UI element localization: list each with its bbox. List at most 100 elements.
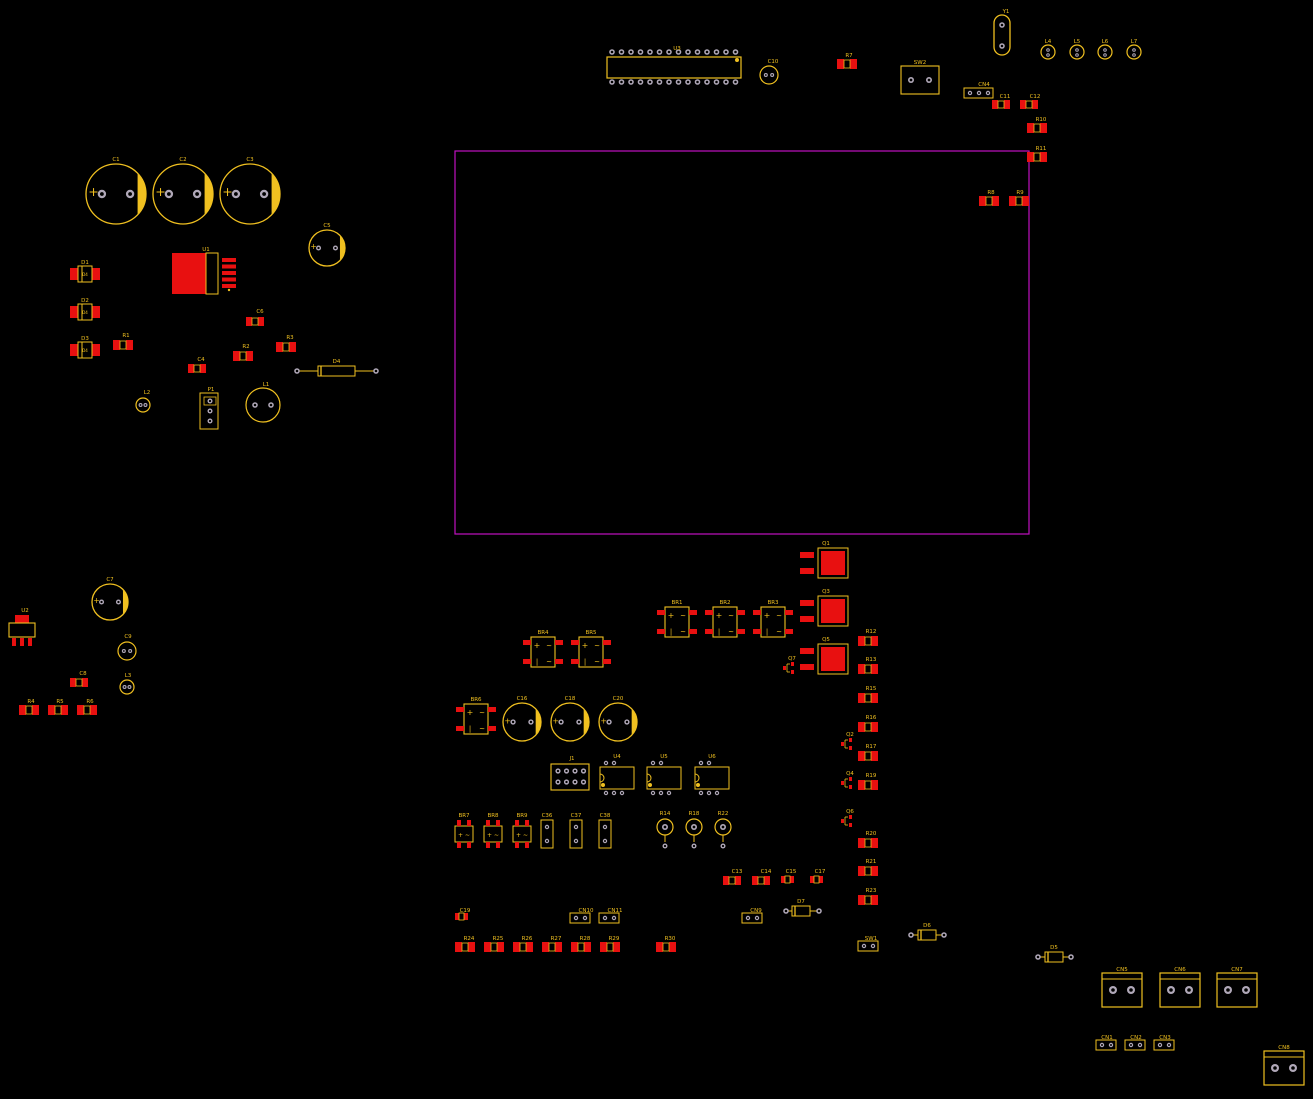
smd-pad — [515, 842, 519, 848]
smd-pad — [785, 629, 793, 634]
capacitor-C13: C13 — [723, 869, 743, 885]
connector-P1: P1 — [199, 387, 219, 430]
smd-pad — [753, 610, 761, 615]
ref-label: BR7 — [458, 813, 470, 819]
smd-pad — [20, 638, 24, 646]
crystal-Y1: Y1 — [993, 9, 1011, 56]
silk-outline — [712, 606, 738, 638]
ref-label: L4 — [1045, 39, 1052, 45]
ref-label: R10 — [1036, 117, 1047, 123]
resistor-R29: R29 — [600, 936, 620, 952]
smd-pad — [841, 742, 844, 746]
svg-text:+: + — [88, 184, 99, 199]
ref-label: L2 — [144, 390, 151, 396]
smd-pad — [849, 777, 852, 781]
smd-pad — [488, 707, 496, 712]
silk-outline — [463, 703, 489, 735]
smd-pad — [464, 913, 468, 920]
silk-outline — [461, 942, 469, 952]
terminal-block-CN7: CN7 — [1216, 967, 1258, 1008]
resistor-R18: R18 — [685, 811, 703, 849]
ref-label: BR9 — [516, 813, 528, 819]
smd-pad — [486, 842, 490, 848]
ref-label: CN9 — [750, 908, 762, 914]
silk-outline — [1095, 1039, 1117, 1051]
ref-label: R14 — [660, 811, 671, 817]
ref-label: C17 — [815, 869, 826, 875]
smd-pad — [819, 876, 823, 883]
ref-label: R17 — [866, 744, 877, 750]
smd-pad — [555, 942, 562, 952]
ref-label: BR5 — [585, 630, 597, 636]
svg-text:|: | — [670, 628, 672, 636]
silk-outline — [1033, 123, 1041, 133]
silk-outline — [963, 87, 994, 99]
ref-label: R25 — [493, 936, 504, 942]
smd-pad — [468, 942, 475, 952]
resistor-R26: R26 — [513, 936, 533, 952]
svg-text:D4: D4 — [82, 310, 88, 315]
smd-pad — [457, 820, 461, 826]
svg-text:+: + — [93, 596, 99, 605]
silk-outline — [817, 547, 849, 579]
resistor-R22: R22 — [714, 811, 732, 849]
transistor-Q4: Q4 — [841, 771, 854, 789]
inductor-L1: L1 — [245, 382, 281, 423]
svg-text:+: + — [668, 611, 675, 620]
ref-label: R27 — [551, 936, 562, 942]
ref-label: P1 — [208, 387, 215, 393]
capacitor-C8: C8 — [70, 671, 88, 687]
silk-outline — [813, 875, 820, 884]
smd-pad — [571, 942, 578, 952]
ref-label: D6 — [923, 923, 931, 929]
smd-pad — [90, 705, 97, 715]
silk-outline — [135, 397, 151, 413]
smd-pad — [455, 942, 462, 952]
ref-label: C16 — [517, 696, 528, 702]
smd-pad — [32, 705, 39, 715]
smd-pad — [289, 342, 296, 352]
smd-pad — [222, 258, 236, 262]
capacitor-C4: C4 — [188, 357, 206, 373]
ref-label: CN6 — [1174, 967, 1186, 973]
smd-pad — [92, 306, 100, 318]
ref-label: C37 — [571, 813, 582, 819]
resistor-R4: R4 — [19, 699, 39, 715]
silk-outline — [54, 705, 62, 715]
silk-outline — [728, 876, 736, 885]
smd-pad — [523, 640, 531, 645]
ref-label: Q2 — [846, 732, 854, 738]
ref-label: L3 — [125, 673, 132, 679]
resistor-R17: R17 — [858, 744, 878, 761]
terminal-block-CN5: CN5 — [1101, 967, 1143, 1008]
diode-D6: D6 — [908, 923, 947, 941]
ref-label: R11 — [1036, 146, 1047, 152]
connector-CN11: CN11 — [598, 908, 622, 924]
ref-label: Q7 — [788, 656, 796, 662]
silk-outline — [741, 912, 763, 924]
silk-outline — [857, 940, 879, 952]
transistor-Q3: Q3 — [800, 589, 849, 627]
silk-outline — [205, 252, 219, 295]
resistor-R7: R7 — [837, 53, 857, 69]
bridge-rectifier-BR7: + ~BR7 — [454, 813, 474, 848]
smd-pad — [61, 705, 68, 715]
svg-text:+: + — [600, 717, 607, 726]
resistor-R2: R2 — [233, 344, 253, 361]
svg-text:~: ~ — [680, 628, 686, 636]
resistor-R25: R25 — [484, 936, 504, 952]
smd-pad — [15, 615, 29, 623]
smd-pad — [837, 59, 844, 69]
terminal-block-CN8: CN8 — [1263, 1045, 1305, 1086]
smd-pad — [790, 876, 794, 883]
electrolytic-capacitor-C1: +C1 — [85, 157, 147, 225]
connector-CN10: CN10 — [569, 908, 594, 924]
svg-text:~: ~ — [594, 642, 600, 650]
silk-outline — [864, 780, 872, 790]
svg-text:~: ~ — [546, 658, 552, 666]
ref-label: Q4 — [846, 771, 854, 777]
ref-label: R28 — [580, 936, 591, 942]
svg-text:~: ~ — [728, 612, 734, 620]
silk-outline — [759, 65, 779, 85]
